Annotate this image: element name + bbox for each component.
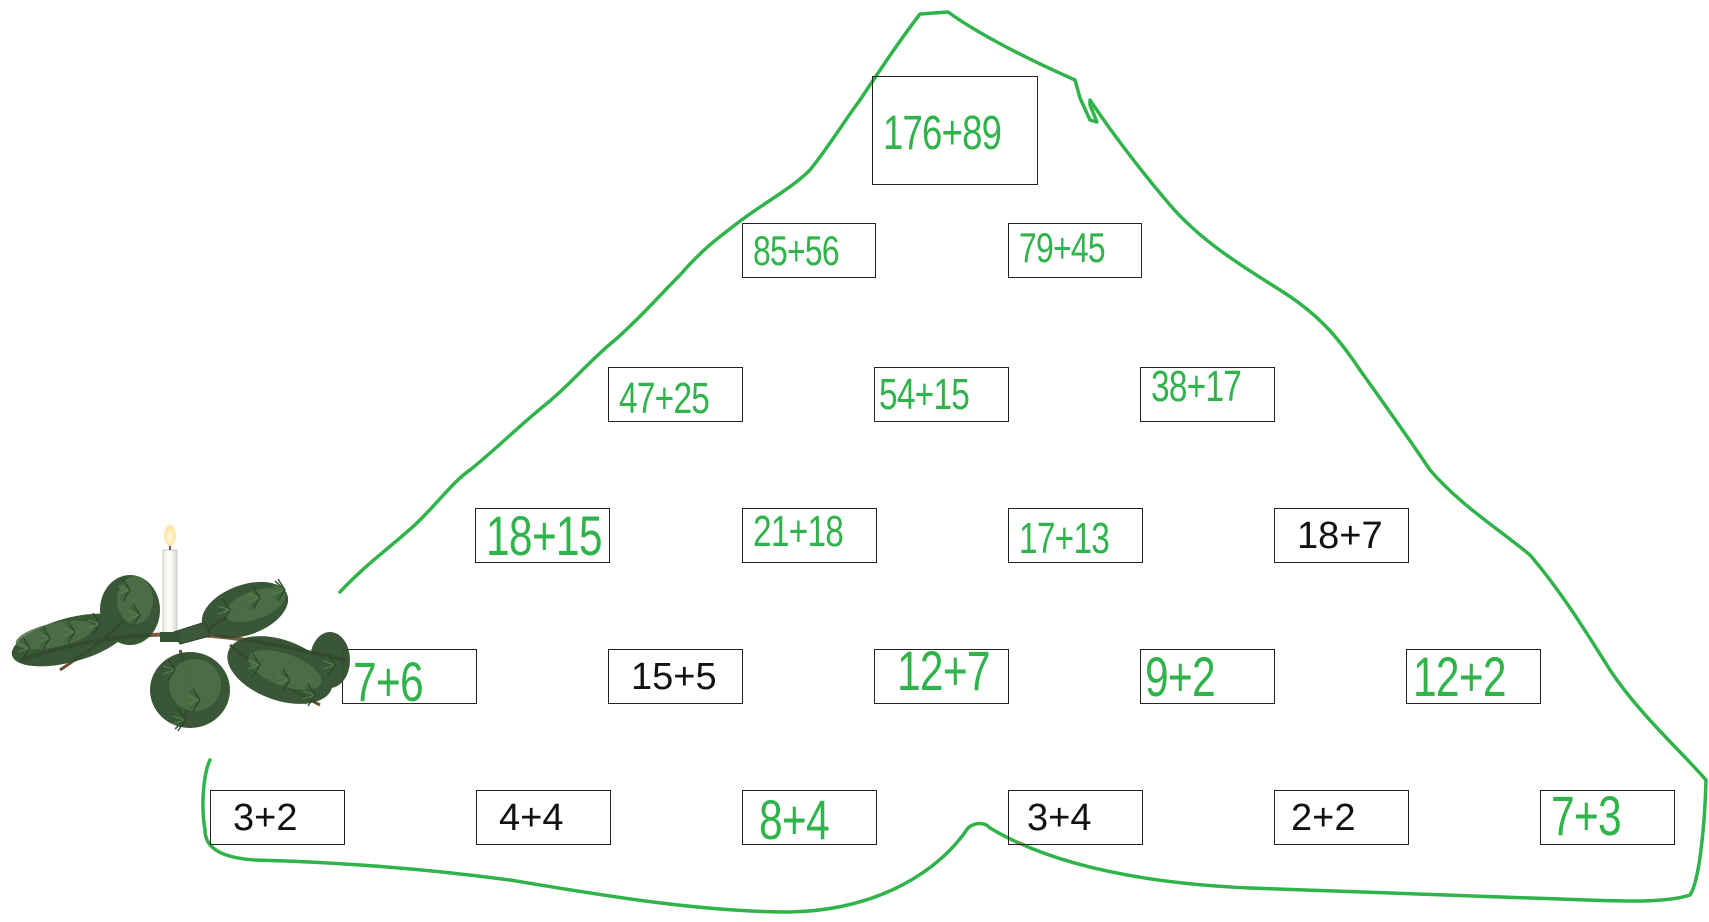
equation-box: 4+4 xyxy=(476,790,611,845)
equation-text: 85+56 xyxy=(753,230,839,272)
equation-box: 7+3 xyxy=(1540,790,1675,845)
equation-text: 79+45 xyxy=(1019,227,1105,269)
equation-text: 9+2 xyxy=(1145,649,1215,705)
equation-box: 176+89 xyxy=(872,76,1038,185)
equation-box: 54+15 xyxy=(874,367,1009,422)
equation-box: 17+13 xyxy=(1008,508,1143,563)
equation-text: 47+25 xyxy=(619,377,709,421)
equation-text: 8+4 xyxy=(759,792,829,848)
equation-box: 85+56 xyxy=(742,223,876,278)
equation-box: 2+2 xyxy=(1274,790,1409,845)
equation-text: 7+6 xyxy=(353,654,423,710)
equation-text: 4+4 xyxy=(499,799,563,837)
equation-text: 3+4 xyxy=(1027,799,1091,837)
equation-text: 18+7 xyxy=(1297,517,1383,555)
equation-text: 54+15 xyxy=(879,373,969,417)
equation-box: 8+4 xyxy=(742,790,877,845)
equation-text: 18+15 xyxy=(486,508,602,564)
equation-text: 38+17 xyxy=(1151,365,1241,409)
equation-box: 18+7 xyxy=(1274,508,1409,563)
equation-box: 3+4 xyxy=(1008,790,1143,845)
equation-box: 18+15 xyxy=(475,508,610,563)
equation-text: 3+2 xyxy=(233,799,297,837)
equation-box: 47+25 xyxy=(608,367,743,422)
candle-on-fir-branch-icon xyxy=(0,520,350,740)
equation-box: 15+5 xyxy=(608,649,743,704)
equation-box: 12+2 xyxy=(1406,649,1541,704)
equation-text: 12+7 xyxy=(897,643,990,699)
equation-text: 176+89 xyxy=(883,110,1001,158)
equation-text: 21+18 xyxy=(753,510,843,554)
equation-text: 17+13 xyxy=(1019,517,1109,561)
equation-box: 79+45 xyxy=(1008,223,1142,278)
equation-text: 7+3 xyxy=(1551,788,1621,844)
equation-box: 21+18 xyxy=(742,508,877,563)
equation-box: 3+2 xyxy=(210,790,345,845)
equation-text: 2+2 xyxy=(1291,799,1355,837)
equation-box: 9+2 xyxy=(1140,649,1275,704)
equation-text: 12+2 xyxy=(1413,649,1506,705)
equation-box: 38+17 xyxy=(1140,367,1275,422)
equation-box: 7+6 xyxy=(342,649,477,704)
equation-text: 15+5 xyxy=(631,658,717,696)
equation-box: 12+7 xyxy=(874,649,1009,704)
